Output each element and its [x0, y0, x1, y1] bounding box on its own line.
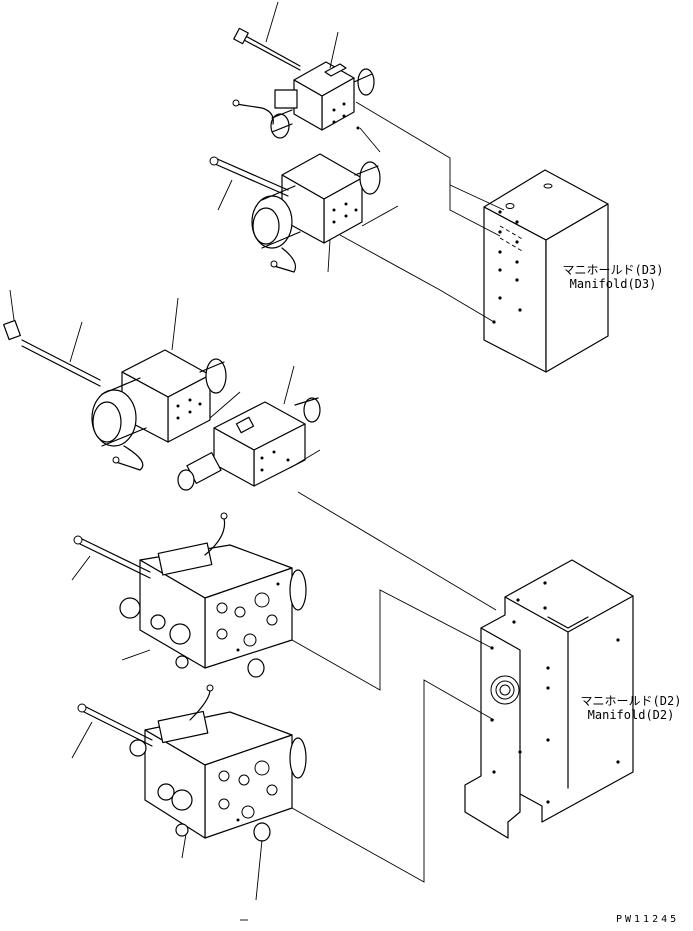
plug-6: [253, 822, 271, 842]
bolt-6: [77, 703, 153, 747]
manifold-d2-label-en: Manifold(D2): [587, 708, 675, 722]
manifold-d2: [464, 559, 634, 839]
bolt-5: [73, 535, 151, 579]
solenoid-valve-1: [232, 61, 375, 139]
manifold-d3-ports: [492, 203, 522, 324]
manifold-d3-label: マニホールド(D3) Manifold(D3): [552, 263, 674, 291]
solenoid-valve-2: [251, 153, 381, 273]
manifold-d3: [483, 169, 609, 373]
bolt-1: [233, 27, 301, 71]
manifold-d2-label-jp: マニホールド(D2): [580, 694, 682, 708]
drawing-code: PW11245: [616, 914, 680, 925]
solenoid-valve-3: [91, 349, 227, 471]
bolt-2: [209, 156, 289, 197]
plug-5: [247, 658, 265, 678]
control-valve-6: [129, 684, 307, 839]
manifold-d3-label-en: Manifold(D3): [569, 277, 657, 291]
bolt-3: [3, 319, 101, 387]
callout-leaders: [9, 1, 399, 921]
manifold-d3-label-jp: マニホールド(D3): [562, 263, 664, 277]
manifold-d2-label: マニホールド(D2) Manifold(D2): [570, 694, 692, 722]
manifold-d2-ports: [490, 581, 620, 804]
relief-valve-4: [177, 397, 321, 491]
control-valve-5: [119, 512, 307, 669]
mounting-guide-lines: [291, 101, 505, 883]
